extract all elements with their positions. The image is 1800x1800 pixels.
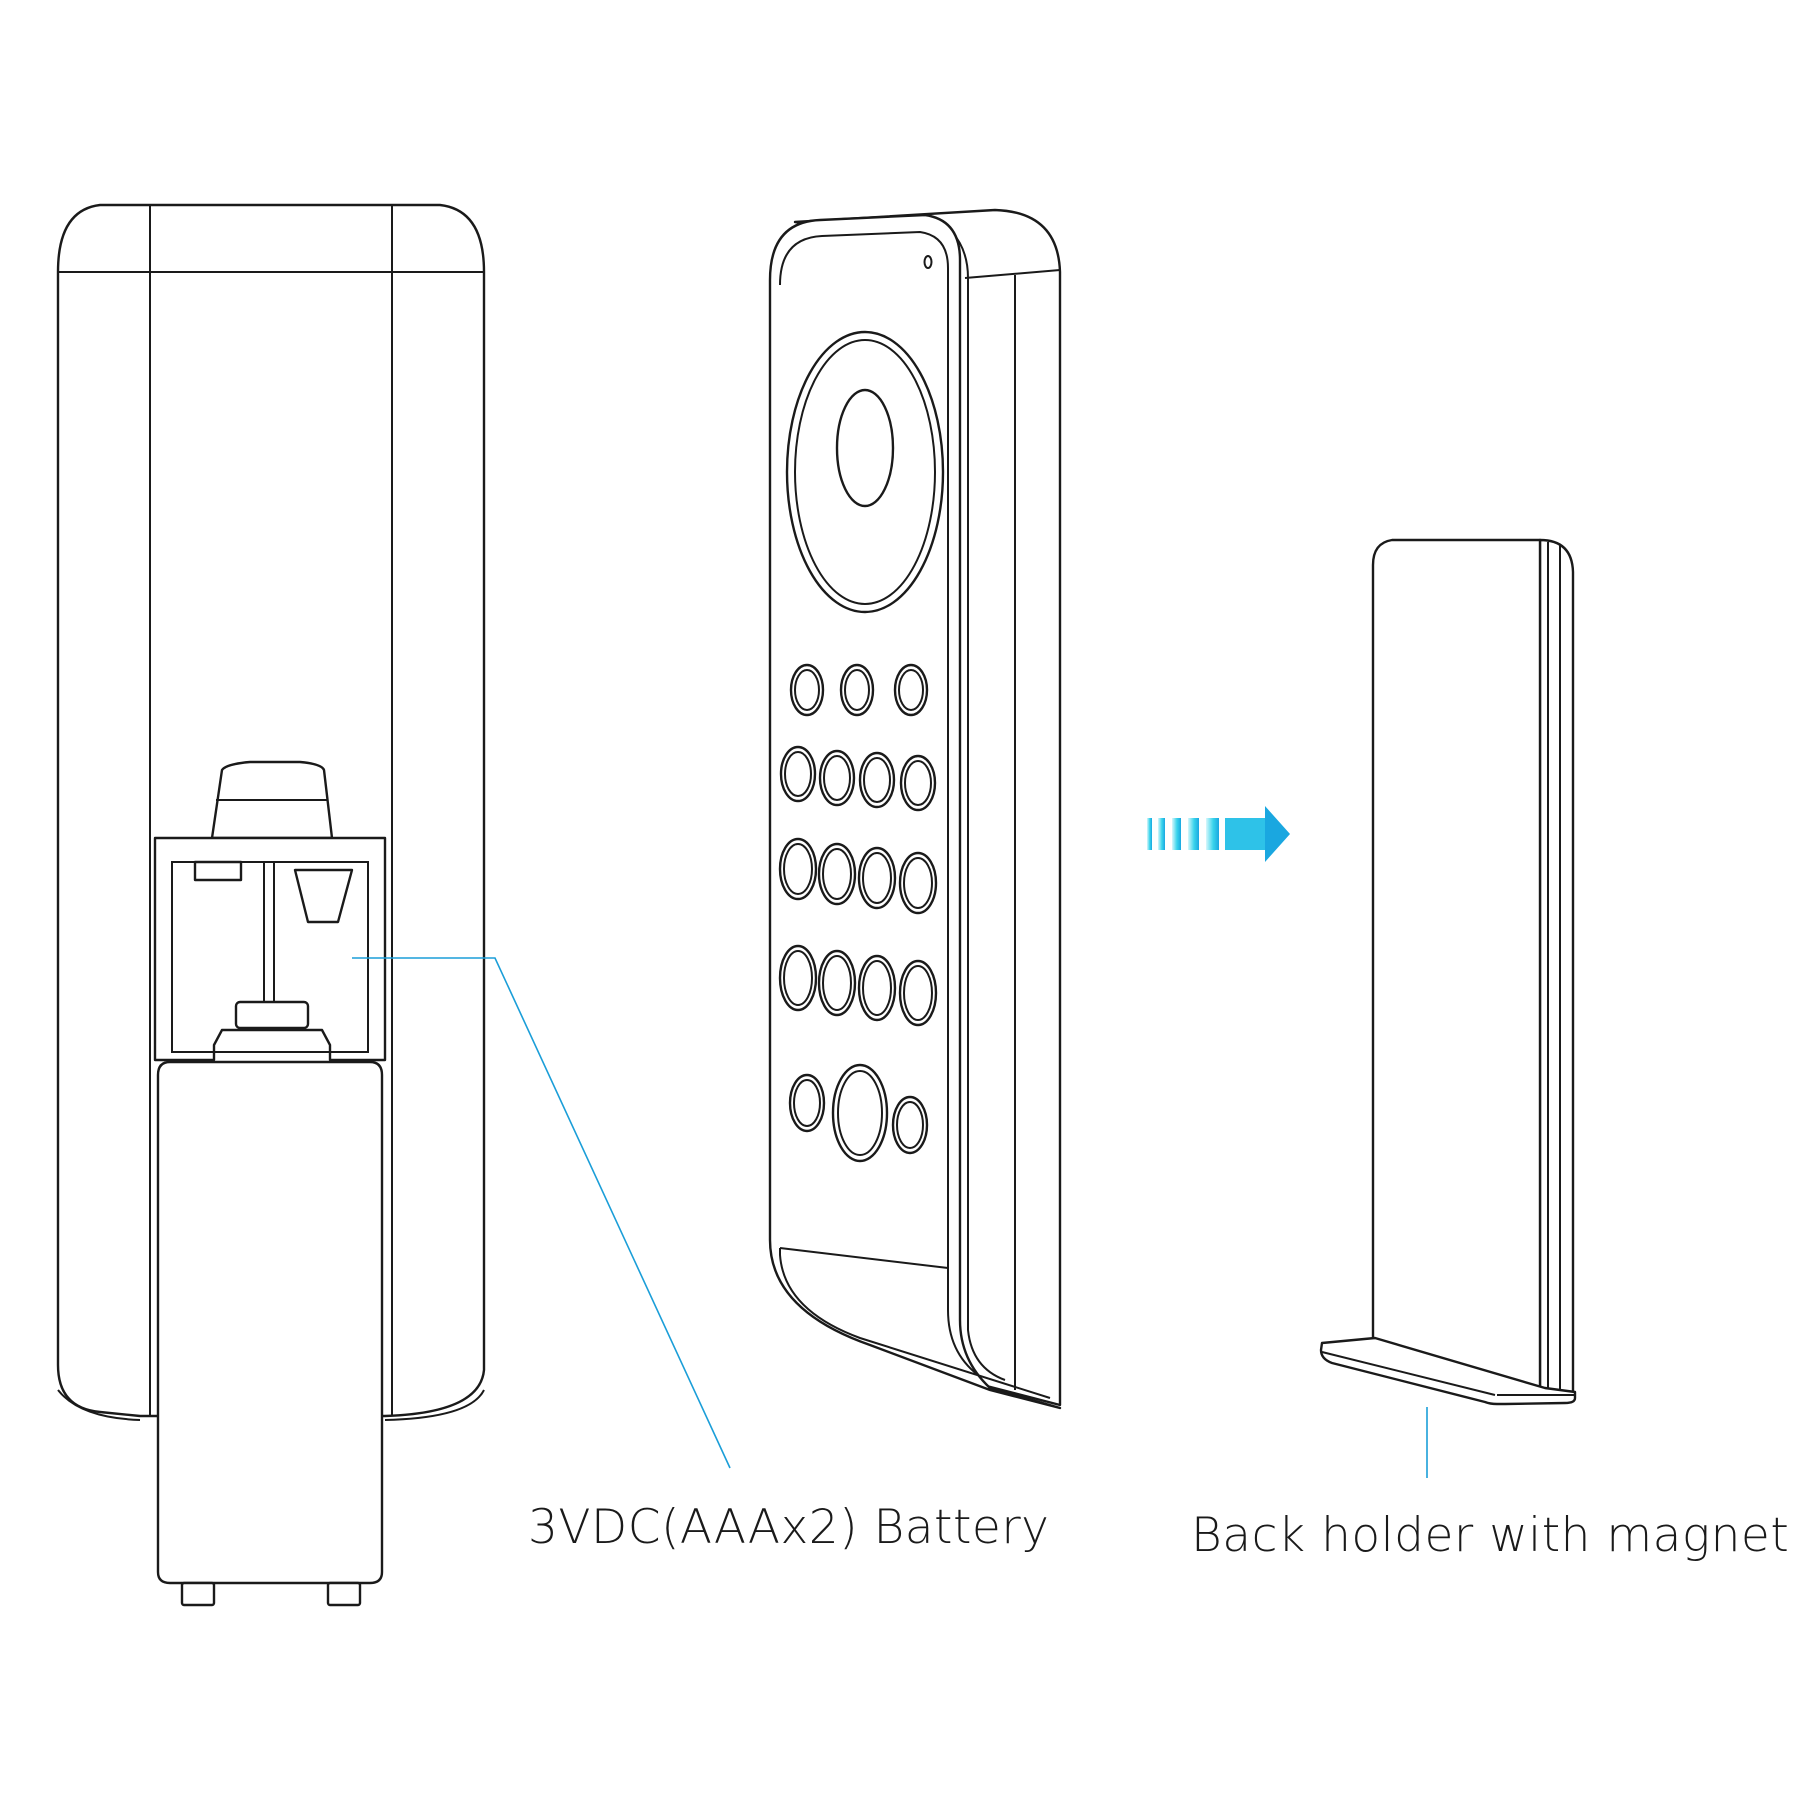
holder-label: Back holder with magnet <box>1191 1508 1790 1563</box>
back-holder <box>1319 538 1577 1406</box>
arrow-right-icon <box>1147 806 1290 862</box>
battery-leader-line <box>352 957 731 1469</box>
button-grid <box>778 663 938 1163</box>
battery-label: 3VDC(AAAx2) Battery <box>528 1500 1050 1555</box>
remote-front-view <box>768 208 1062 1410</box>
battery-compartment <box>153 760 387 1607</box>
